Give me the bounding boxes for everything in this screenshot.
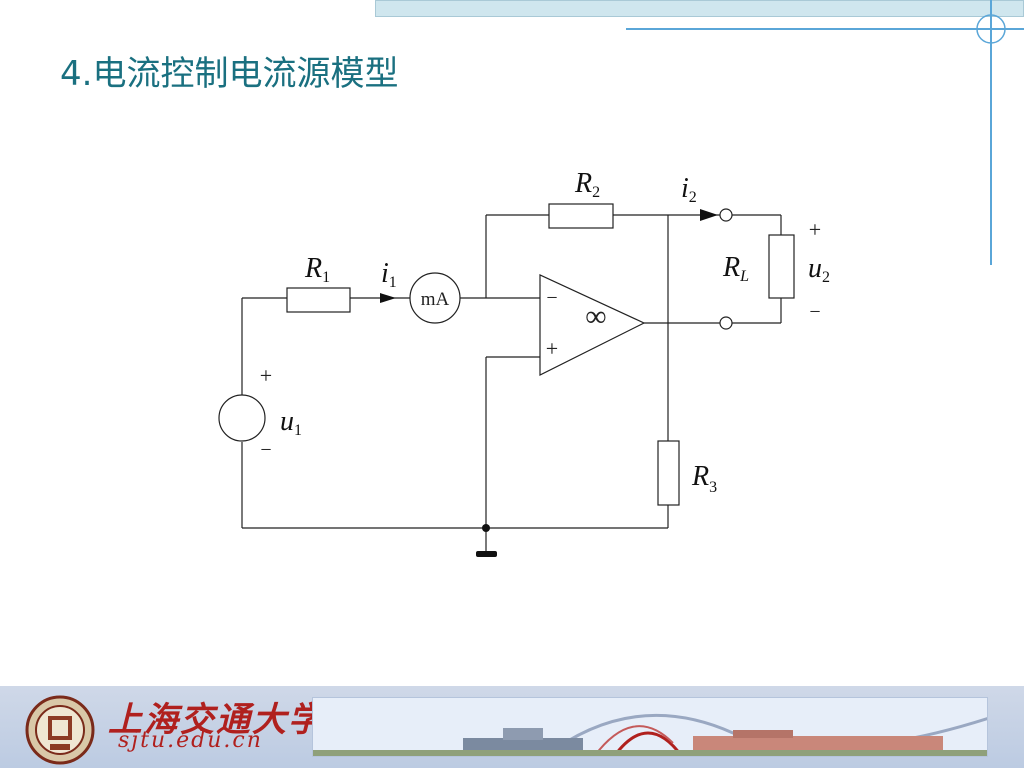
resistor-r3 [657,440,680,506]
resistor-r1 [286,287,351,313]
label-r3: R3 [691,461,717,496]
current-arrow-i2 [700,209,718,221]
output-terminal-bottom [719,316,733,330]
junction-node [482,524,490,532]
milliammeter [409,272,461,324]
u2-minus-sign: − [809,301,820,323]
circuit-diagram: mA ∞ − + R1 R2 R3 RL i1 i2 u1 u2 + − + − [218,168,830,557]
university-url: sjtu.edu.cn [118,728,263,753]
label-u1: u1 [280,406,302,439]
op-amp [539,274,646,376]
u1-minus-sign: − [260,439,271,461]
university-seal-icon [25,695,95,765]
resistor-r2 [548,203,614,229]
op-amp-minus-input-label: − [546,287,557,309]
u2-plus-sign: + [809,217,821,242]
u1-plus-sign: + [260,363,272,388]
ground-symbol [476,551,497,557]
resistor-rl [768,234,795,299]
meter-label: mA [421,289,450,310]
op-amp-gain-label: ∞ [585,300,606,333]
university-name: 上海交通大学 [108,700,324,740]
label-r1: R1 [304,253,330,286]
label-u2: u2 [808,253,830,286]
op-amp-plus-input-label: + [546,336,558,361]
current-arrow-i1 [380,293,396,303]
corner-decoration [626,0,1024,265]
label-rl: RL [722,252,749,285]
voltage-source-u1 [218,394,266,442]
campus-photo [312,697,988,757]
label-i2: i2 [681,173,697,206]
output-terminal-top [719,208,733,222]
label-r2: R2 [574,168,600,201]
campus-photo-graphic [313,698,987,756]
slide-title: 4.电流控制电流源模型 [60,54,399,94]
label-i1: i1 [381,258,397,291]
